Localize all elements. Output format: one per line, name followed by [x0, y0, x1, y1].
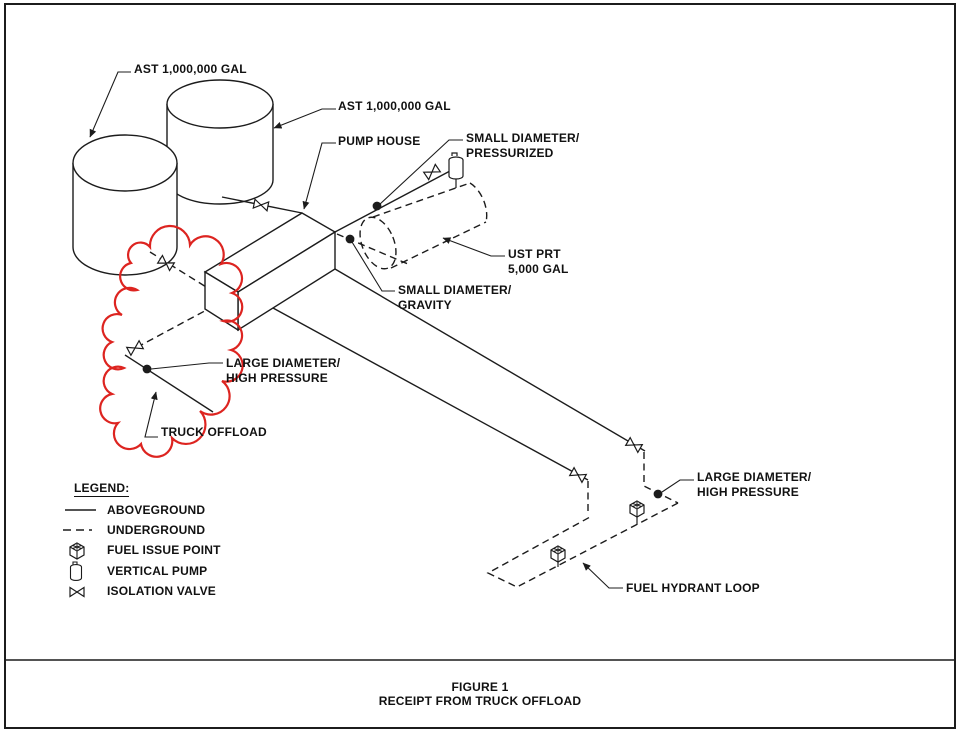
label-large-hp-east-line1: LARGE DIAMETER/: [697, 470, 812, 484]
label-ust-line1: UST PRT: [508, 247, 561, 261]
pressurized-pipe-junction-dot: [372, 201, 382, 211]
large-diameter-underground-pipe-lower: [129, 305, 215, 352]
label-small-pressurized-line1: SMALL DIAMETER/: [466, 131, 580, 145]
isolation-valve-icon: [625, 437, 643, 453]
vertical-pump-icon: [448, 152, 464, 188]
isolation-valve-icon: [569, 467, 587, 483]
legend-fuel-issue-point-icon: [69, 542, 85, 560]
pump-house-box: [203, 212, 337, 332]
sheet-border: [4, 3, 956, 729]
label-large-hp-west-line1: LARGE DIAMETER/: [226, 356, 341, 370]
feed-pipe-a-riser: [643, 452, 679, 504]
fuel-issue-point-icon: [550, 545, 566, 563]
label-truck-offload: TRUCK OFFLOAD: [161, 425, 267, 439]
leader-fuel-hydrant-loop: [582, 562, 623, 589]
leader-pump-house: [302, 142, 336, 210]
leader-truck-offload: [144, 391, 158, 438]
label-pump-house: PUMP HOUSE: [338, 134, 421, 148]
revision-cloud: [99, 224, 244, 458]
ast-tank-right: [166, 79, 274, 205]
leader-ust: [442, 237, 505, 257]
label-small-pressurized-line2: PRESSURIZED: [466, 146, 554, 160]
legend-item-fuel-issue-point: FUEL ISSUE POINT: [107, 543, 221, 557]
figure-number: FIGURE 1: [451, 680, 509, 694]
legend-item-vertical-pump: VERTICAL PUMP: [107, 564, 208, 578]
isolation-valve-icon: [252, 198, 270, 212]
leader-ast-left: [89, 71, 131, 138]
label-small-gravity: SMALL DIAMETER/ GRAVITY: [398, 283, 511, 313]
leader-small-pressurized: [378, 139, 463, 206]
small-diameter-pressurized-pipe: [334, 170, 451, 233]
gravity-pipe-junction-dot: [345, 234, 355, 244]
fuel-issue-point-icon: [629, 500, 645, 518]
label-ast-right: AST 1,000,000 GAL: [338, 99, 451, 113]
leader-ast-right: [273, 108, 336, 129]
label-large-hp-west-line2: HIGH PRESSURE: [226, 371, 328, 385]
label-ast-left: AST 1,000,000 GAL: [134, 62, 247, 76]
leader-large-hp-west: [150, 362, 223, 370]
isolation-valve-icon: [126, 340, 144, 356]
label-ust: UST PRT 5,000 GAL: [508, 247, 569, 277]
ast-tank-left: [72, 134, 178, 276]
legend-item-underground: UNDERGROUND: [107, 523, 206, 537]
leader-large-hp-east: [661, 479, 694, 493]
label-large-hp-east: LARGE DIAMETER/ HIGH PRESSURE: [697, 470, 811, 500]
label-small-gravity-line1: SMALL DIAMETER/: [398, 283, 512, 297]
label-small-gravity-line2: GRAVITY: [398, 298, 452, 312]
label-large-hp-east-line2: HIGH PRESSURE: [697, 485, 799, 499]
fuel-hydrant-loop-pipe: [486, 502, 679, 588]
label-fuel-hydrant-loop: FUEL HYDRANT LOOP: [626, 581, 760, 595]
truck-offload-point-dot: [142, 364, 152, 374]
large-diameter-feed-pipe-b: [272, 307, 589, 481]
large-diameter-feed-pipe-a: [334, 268, 646, 452]
legend-item-isolation-valve: ISOLATION VALVE: [107, 584, 217, 598]
legend-title: LEGEND:: [74, 481, 130, 497]
legend-vertical-pump-icon: [69, 561, 83, 581]
label-small-pressurized: SMALL DIAMETER/ PRESSURIZED: [466, 131, 579, 161]
figure-title: RECEIPT FROM TRUCK OFFLOAD: [378, 694, 582, 708]
legend-isolation-valve-icon: [69, 586, 85, 598]
label-large-hp-west: LARGE DIAMETER/ HIGH PRESSURE: [226, 356, 340, 386]
label-ust-line2: 5,000 GAL: [508, 262, 569, 276]
hydrant-loop-junction-dot: [653, 489, 663, 499]
truck-offload-header-pipe: [124, 354, 214, 413]
ust-prt-tank: [359, 182, 488, 270]
legend-item-aboveground: ABOVEGROUND: [107, 503, 206, 517]
leader-small-gravity: [351, 241, 395, 292]
